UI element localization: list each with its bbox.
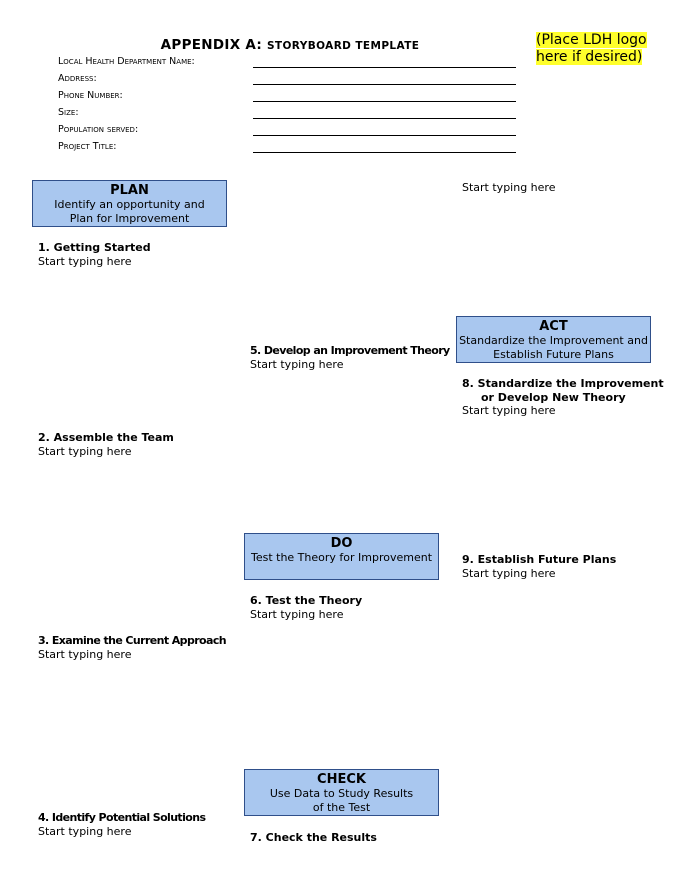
page-title: APPENDIX A: STORYBOARD TEMPLATE [0, 37, 580, 53]
top-right-text-field[interactable]: Start typing here [462, 181, 556, 194]
section-2-text-field[interactable]: Start typing here [38, 445, 132, 458]
title-sub: STORYBOARD TEMPLATE [266, 40, 420, 52]
logo-placeholder-note: (Place LDH logo here if desired) [536, 32, 647, 66]
act-box: ACT Standardize the Improvement and Esta… [456, 316, 651, 363]
section-1-heading: 1. Getting Started [38, 241, 151, 254]
do-box: DO Test the Theory for Improvement [244, 533, 439, 580]
section-7-heading: 7. Check the Results [250, 831, 377, 844]
do-title: DO [330, 536, 353, 551]
section-1-text-field[interactable]: Start typing here [38, 255, 132, 268]
plan-desc-line2: Plan for Improvement [69, 212, 190, 225]
field-line-phone[interactable] [253, 101, 516, 102]
logo-note-line2: here if desired) [536, 49, 643, 65]
section-4-text-field[interactable]: Start typing here [38, 825, 132, 838]
section-5-text-field[interactable]: Start typing here [250, 358, 344, 371]
field-line-population[interactable] [253, 135, 516, 136]
field-label-phone: Phone Number: [58, 90, 123, 101]
act-title: ACT [539, 319, 568, 334]
plan-box: PLAN Identify an opportunity and Plan fo… [32, 180, 227, 227]
section-3-text-field[interactable]: Start typing here [38, 648, 132, 661]
field-label-address: Address: [58, 73, 97, 84]
check-title: CHECK [317, 772, 366, 787]
section-9-heading: 9. Establish Future Plans [462, 553, 617, 566]
field-line-project-title[interactable] [253, 152, 516, 153]
field-label-size: Size: [58, 107, 79, 118]
section-6-heading: 6. Test the Theory [250, 594, 363, 607]
field-line-size[interactable] [253, 118, 516, 119]
section-8-heading-line1: 8. Standardize the Improvement [462, 377, 664, 390]
section-8-heading-line2: or Develop New Theory [481, 391, 626, 404]
logo-note-line1: (Place LDH logo [536, 32, 647, 48]
field-line-ldh-name[interactable] [253, 67, 516, 68]
field-label-project-title: Project Title: [58, 141, 117, 152]
field-label-ldh-name: Local Health Department Name: [58, 56, 195, 67]
section-5-heading: 5. Develop an Improvement Theory [250, 344, 450, 357]
do-desc-line1: Test the Theory for Improvement [250, 551, 433, 564]
check-desc-line1: Use Data to Study Results [269, 787, 414, 800]
act-desc-line2: Establish Future Plans [493, 348, 614, 361]
check-desc-line2: of the Test [312, 801, 371, 814]
section-2-heading: 2. Assemble the Team [38, 431, 174, 444]
plan-title: PLAN [110, 183, 149, 198]
section-3-heading: 3. Examine the Current Approach [38, 634, 227, 647]
plan-desc-line1: Identify an opportunity and [54, 198, 205, 211]
field-label-population: Population served: [58, 124, 139, 135]
section-8-text-field[interactable]: Start typing here [462, 404, 556, 417]
section-6-text-field[interactable]: Start typing here [250, 608, 344, 621]
check-box: CHECK Use Data to Study Results of the T… [244, 769, 439, 816]
title-main: APPENDIX A: [160, 37, 263, 53]
section-9-text-field[interactable]: Start typing here [462, 567, 556, 580]
section-4-heading: 4. Identify Potential Solutions [38, 811, 206, 824]
act-desc-line1: Standardize the Improvement and [459, 334, 648, 347]
field-line-address[interactable] [253, 84, 516, 85]
